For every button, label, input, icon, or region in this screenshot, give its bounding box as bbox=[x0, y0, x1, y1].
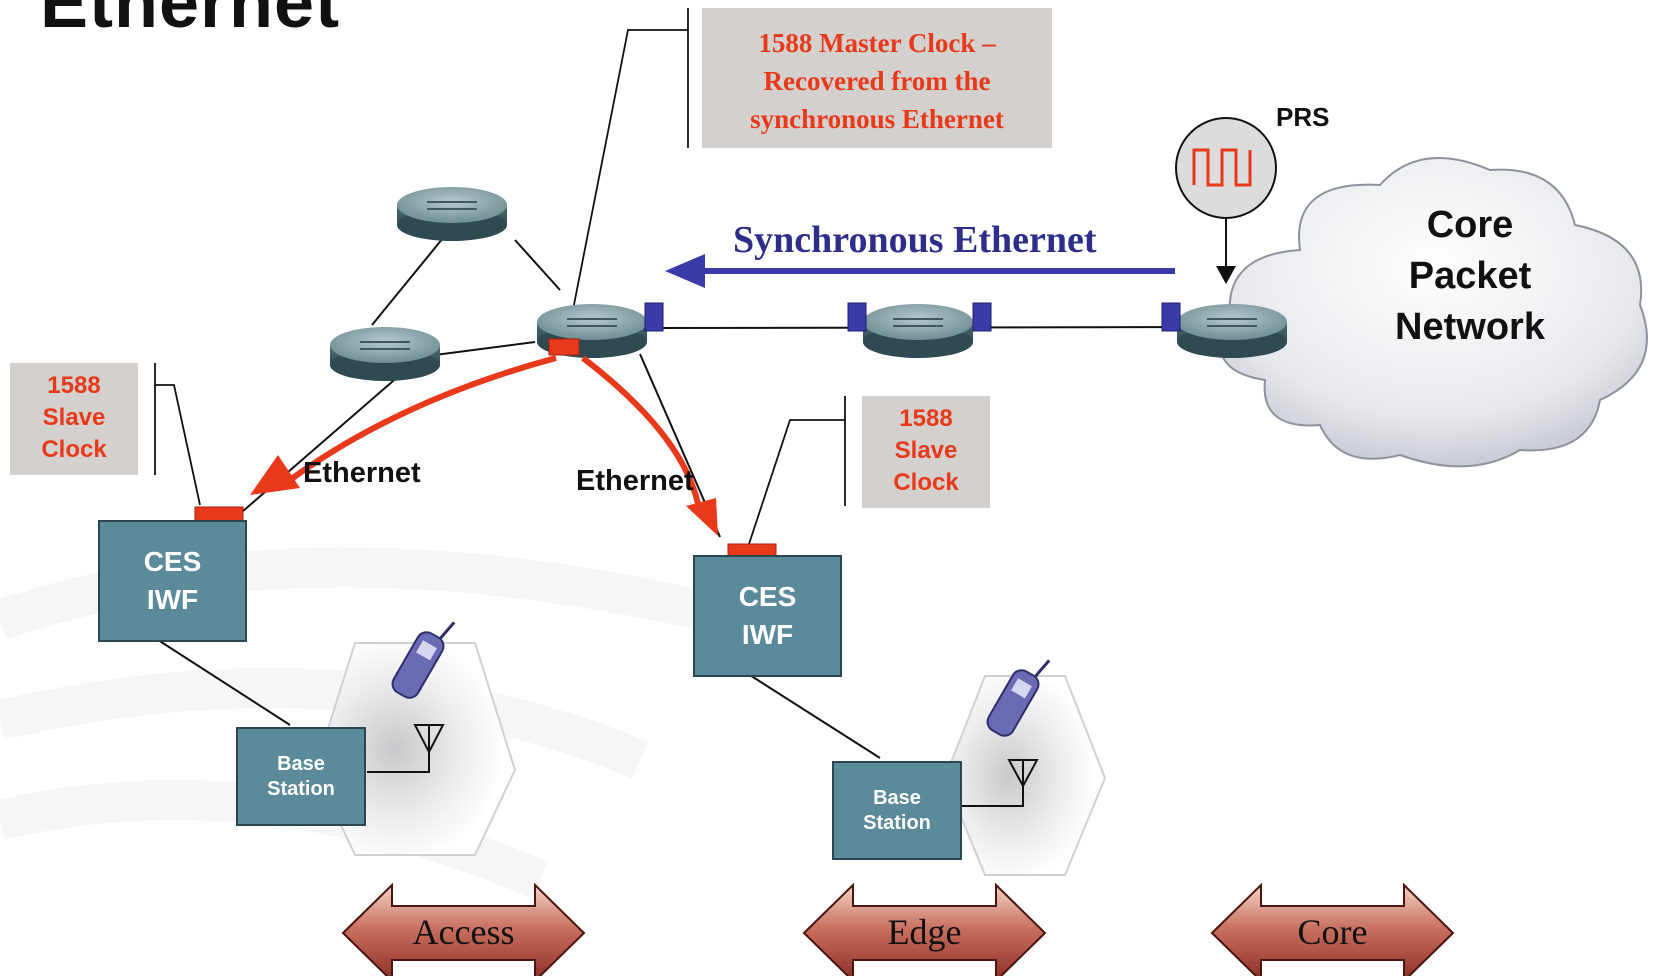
master-callout-line-2: Recovered from the bbox=[763, 66, 991, 96]
ces-left-line-2: IWF bbox=[146, 584, 199, 615]
master-clock-callout: 1588 Master Clock – Recovered from the s… bbox=[702, 8, 1052, 148]
clock-source-icon bbox=[1175, 117, 1277, 284]
bs-left-line-1: Base bbox=[277, 752, 325, 775]
base-station-left: Base Station bbox=[236, 727, 366, 826]
router-icon bbox=[330, 187, 1287, 381]
access-domain-label: Access bbox=[412, 912, 515, 952]
master-callout-line-1: 1588 Master Clock – bbox=[758, 28, 996, 58]
ethernet-label-right: Ethernet bbox=[576, 465, 694, 497]
ces-iwf-right: CES IWF bbox=[693, 555, 842, 677]
ces-left-line-1: CES bbox=[143, 546, 202, 577]
ethernet-label-left: Ethernet bbox=[303, 457, 421, 489]
cloud-icon bbox=[1219, 157, 1648, 468]
edge-domain-label: Edge bbox=[887, 912, 962, 952]
cloud-line-2: Packet bbox=[1408, 255, 1532, 297]
cloud-line-1: Core bbox=[1426, 204, 1514, 246]
cell-phone-icon bbox=[391, 621, 1051, 737]
page-title: Ethernet bbox=[40, 0, 341, 43]
hexagon-cell-icon bbox=[313, 642, 1107, 876]
domain-arrows bbox=[341, 882, 1455, 976]
callout-leaders bbox=[154, 8, 846, 548]
ces-right-line-2: IWF bbox=[741, 619, 794, 650]
prs-label: PRS bbox=[1276, 102, 1330, 132]
slave-right-line-2: Slave bbox=[894, 437, 958, 464]
antenna-icon bbox=[367, 724, 1039, 807]
master-callout-line-3: synchronous Ethernet bbox=[750, 104, 1004, 134]
ces-right-line-1: CES bbox=[738, 581, 797, 612]
slave-left-line-2: Slave bbox=[42, 404, 106, 431]
sync-ethernet-ports bbox=[644, 302, 1181, 332]
slave-left-line-1: 1588 bbox=[47, 372, 101, 399]
ptp-arrows bbox=[250, 355, 718, 536]
sync-ethernet-arrow bbox=[665, 254, 1175, 288]
slave-left-line-3: Clock bbox=[41, 436, 107, 463]
bs-right-line-1: Base bbox=[873, 786, 921, 809]
bs-right-line-2: Station bbox=[863, 811, 931, 834]
slave-clock-callout-right: 1588 Slave Clock bbox=[862, 396, 990, 508]
slave-clock-callout-left: 1588 Slave Clock bbox=[10, 363, 138, 475]
base-station-right: Base Station bbox=[832, 761, 962, 860]
slave-right-line-3: Clock bbox=[893, 469, 959, 496]
ces-iwf-left: CES IWF bbox=[98, 520, 247, 642]
core-packet-network-label: Core Packet Network bbox=[1340, 200, 1600, 353]
core-domain-label: Core bbox=[1297, 912, 1368, 952]
cloud-line-3: Network bbox=[1395, 306, 1545, 348]
ptp-ports bbox=[194, 338, 777, 561]
sync-ethernet-label: Synchronous Ethernet bbox=[733, 219, 1097, 261]
bs-left-line-2: Station bbox=[267, 777, 335, 800]
slave-right-line-1: 1588 bbox=[899, 405, 953, 432]
